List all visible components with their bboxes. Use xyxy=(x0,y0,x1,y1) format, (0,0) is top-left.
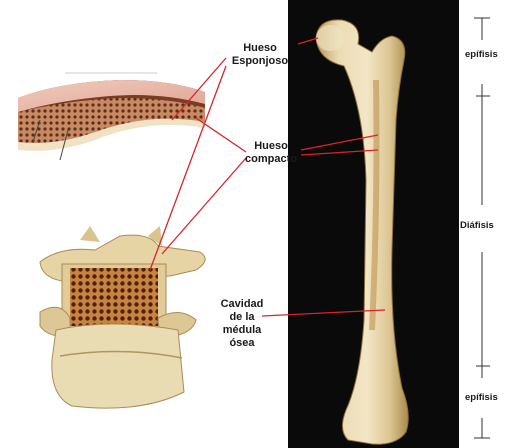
label-epiphysis-top: epífisis xyxy=(465,48,506,61)
label-spongy-bone: Hueso Esponjoso xyxy=(222,42,298,68)
label-marrow-cavity: Cavidad de la médula ósea xyxy=(214,298,270,350)
label-diaphysis: Diáfisis xyxy=(460,219,506,232)
bone-tissue-section-illustration xyxy=(18,80,205,160)
label-compact-bone: Hueso compacto xyxy=(236,140,306,166)
label-epiphysis-bottom: epífisis xyxy=(465,391,506,404)
vertebra-illustration xyxy=(40,226,205,408)
